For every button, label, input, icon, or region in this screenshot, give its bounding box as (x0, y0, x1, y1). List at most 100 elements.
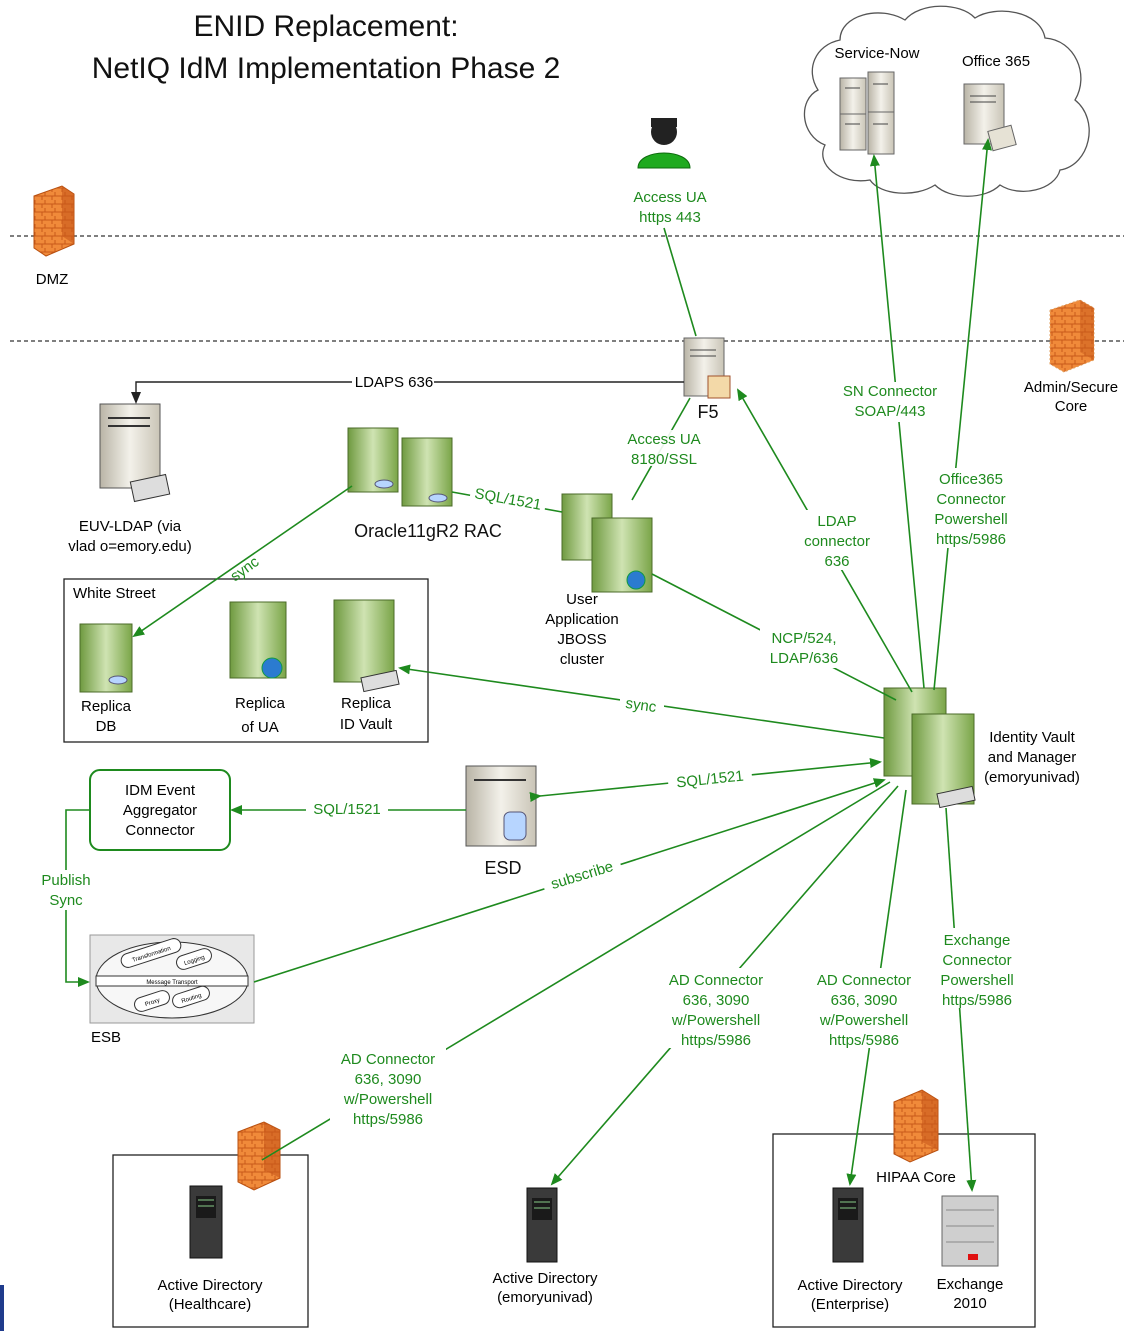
sql-esd-label-bg (667, 765, 753, 793)
identity-vault-label-3: (emoryunivad) (984, 769, 1080, 786)
office365-label: Office 365 (962, 53, 1030, 70)
exchange-connector-label-bg (932, 928, 1024, 1008)
ad-conn-enterprise-label-bg (806, 968, 922, 1048)
office365-connector-label-1: Office365 (939, 471, 1003, 488)
white-street-box (63, 578, 429, 743)
replica-id-vault-label-2: ID Vault (340, 716, 393, 733)
identity-vault-server-icon (883, 687, 976, 809)
hipaa-core-label: HIPAA Core (876, 1169, 956, 1186)
replica-ua-server-icon (229, 601, 287, 679)
exchange-connector-label-4: https/5986 (942, 992, 1012, 1009)
publish-sync-label-bg (30, 870, 102, 910)
ncp-ldap-label-bg (760, 628, 850, 668)
esb-icon (89, 934, 255, 1024)
access-ua-top-line (663, 227, 697, 337)
ad-conn-healthcare-label-2: 636, 3090 (355, 1071, 422, 1088)
white-street-label: White Street (73, 585, 156, 602)
title-line-2: NetIQ IdM Implementation Phase 2 (92, 52, 561, 85)
oracle-label: Oracle11gR2 RAC (354, 521, 502, 541)
user-app-label-3: JBOSS (557, 631, 606, 648)
user-app-label-2: Application (545, 611, 618, 628)
user-app-label-1: User (566, 591, 598, 608)
ad-conn-enterprise-label-3: w/Powershell (819, 1012, 908, 1029)
edge-bar (0, 1285, 4, 1331)
esd-label: ESD (484, 858, 521, 878)
ncp-ldap-label-1: NCP/524, (771, 630, 836, 647)
access-ua-top-label-1: Access UA (633, 189, 706, 206)
sql-idm-label-bg (306, 800, 388, 818)
replica-db-label-2: DB (96, 718, 117, 735)
user-person-icon (637, 118, 691, 169)
ad-conn-enterprise-label-4: https/5986 (829, 1032, 899, 1049)
ad-conn-enterprise-label-2: 636, 3090 (831, 992, 898, 1009)
access-ua-8180-label-bg (618, 430, 710, 466)
idm-event-label-1: IDM Event (125, 782, 196, 799)
exchange-connector-label-3: Powershell (940, 972, 1013, 989)
sn-connector-label-2: SOAP/443 (855, 403, 926, 420)
ad-conn-enterprise-label-1: AD Connector (817, 972, 911, 989)
exchange-connector-label-1: Exchange (944, 932, 1011, 949)
healthcare-firewall-icon (237, 1121, 281, 1191)
admin-core-label-1: Admin/Secure (1024, 379, 1118, 396)
replica-ua-label-1: Replica (235, 695, 286, 712)
replica-ua-label-2: of UA (241, 719, 279, 736)
admin-core-firewall-icon (1049, 299, 1095, 373)
idm-event-label-2: Aggregator (123, 802, 197, 819)
dmz-label: DMZ (36, 271, 69, 288)
user-app-label-4: cluster (560, 651, 604, 668)
sn-connector-label-bg (832, 382, 948, 422)
ad-enterprise-label-1: Active Directory (797, 1277, 903, 1294)
title-line-1: ENID Replacement: (193, 10, 458, 43)
ad-conn-healthcare-label-1: AD Connector (341, 1051, 435, 1068)
sync-vault-label: sync (624, 695, 657, 716)
ad-emoryunivad-label-1: Active Directory (492, 1270, 598, 1287)
ldaps-line (131, 381, 684, 404)
replica-id-vault-label-1: Replica (341, 695, 392, 712)
exchange-label-2: 2010 (953, 1295, 986, 1312)
identity-vault-label-1: Identity Vault (989, 729, 1075, 746)
admin-core-label-2: Core (1055, 398, 1088, 415)
dmz-firewall-icon (33, 185, 75, 257)
replica-id-vault-server-icon (333, 599, 400, 693)
access-ua-8180-label-2: 8180/SSL (631, 451, 697, 468)
ad-conn-emoryunivad-label-3: w/Powershell (671, 1012, 760, 1029)
ldap-connector-label-2: connector (804, 533, 870, 550)
f5-label: F5 (697, 402, 718, 422)
sn-connector-label-1: SN Connector (843, 383, 937, 400)
office365-connector-label-bg (926, 468, 1018, 548)
ad-healthcare-label-1: Active Directory (157, 1277, 263, 1294)
sql-esd-label: SQL/1521 (676, 768, 745, 792)
service-now-label: Service-Now (834, 45, 919, 62)
ad-conn-healthcare-label-bg (330, 1048, 446, 1128)
exchange-server-icon (941, 1195, 999, 1267)
sql-oracle-label: SQL/1521 (473, 485, 542, 513)
ncp-ldap-label-2: LDAP/636 (770, 650, 838, 667)
idm-event-label-3: Connector (125, 822, 194, 839)
ad-enterprise-label-2: (Enterprise) (811, 1296, 889, 1313)
office365-connector-label-3: Powershell (934, 511, 1007, 528)
ldap-connector-label-1: LDAP (817, 513, 856, 530)
replica-db-server-icon (79, 623, 133, 693)
sql-idm-label: SQL/1521 (313, 801, 381, 818)
esd-server-icon (465, 765, 537, 847)
publish-sync-label-1: Publish (41, 872, 90, 889)
replica-db-label-1: Replica (81, 698, 132, 715)
ldap-connector-label-3: 636 (824, 553, 849, 570)
healthcare-box (112, 1154, 309, 1328)
ad-healthcare-label-2: (Healthcare) (169, 1296, 252, 1313)
oracle-rac-server-icon (347, 427, 453, 507)
ad-conn-healthcare-label-3: w/Powershell (343, 1091, 432, 1108)
sync-oracle-line (132, 485, 353, 638)
access-ua-top-label-2: https 443 (639, 209, 701, 226)
access-ua-8180-label-1: Access UA (627, 431, 700, 448)
f5-server-icon (683, 337, 731, 399)
euv-ldap-server-icon (99, 403, 171, 503)
ad-conn-healthcare-label-4: https/5986 (353, 1111, 423, 1128)
ad-conn-emoryunivad-label-4: https/5986 (681, 1032, 751, 1049)
esb-proxy-label: Proxy (144, 998, 160, 1008)
sync-oracle-label: sync (227, 553, 262, 585)
ldaps-label: LDAPS 636 (355, 374, 433, 391)
exchange-connector-label-2: Connector (942, 952, 1011, 969)
user-app-server-icon (561, 493, 653, 593)
